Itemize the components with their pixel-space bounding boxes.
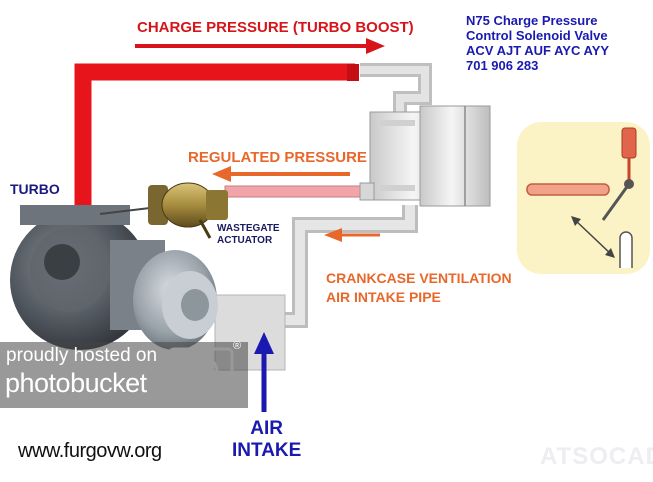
crankcase-label-line1: CRANKCASE VENTILATION bbox=[326, 270, 512, 286]
charge-pressure-arrow bbox=[135, 38, 385, 54]
air-intake-arrow bbox=[254, 332, 274, 412]
wastegate-actuator bbox=[99, 182, 228, 239]
charge-pressure-label: CHARGE PRESSURE (TURBO BOOST) bbox=[137, 19, 414, 36]
crankcase-arrow bbox=[324, 228, 380, 242]
valve-inset bbox=[517, 122, 650, 274]
n75-label-line2: Control Solenoid Valve bbox=[466, 28, 608, 43]
valve-top-connector bbox=[360, 63, 432, 115]
photobucket-watermark bbox=[0, 342, 248, 408]
n75-label-line1: N75 Charge Pressure bbox=[466, 13, 598, 28]
turbocharger bbox=[10, 205, 218, 350]
photobucket-registered-mark: ® bbox=[233, 340, 242, 352]
photobucket-text-line2: photobucket bbox=[5, 368, 147, 398]
wastegate-actuator-label: WASTEGATE ACTUATOR bbox=[217, 223, 280, 247]
corner-watermark: ATSOCAD bbox=[540, 443, 653, 470]
air-label-line1: AIR bbox=[250, 418, 284, 439]
photobucket-text-line1: proudly hosted on bbox=[6, 345, 158, 366]
n75-label-line4: 701 906 283 bbox=[466, 58, 539, 73]
crankcase-label-line2: AIR INTAKE PIPE bbox=[326, 289, 441, 305]
crankcase-pipe bbox=[214, 205, 418, 371]
n75-valve-label: N75 Charge Pressure Control Solenoid Val… bbox=[466, 13, 609, 73]
site-watermark: www.furgovw.org bbox=[18, 440, 162, 462]
wastegate-label-line1: WASTEGATE bbox=[217, 223, 280, 234]
regulated-pressure-pipe bbox=[224, 182, 375, 201]
regulated-pressure-arrow bbox=[212, 166, 350, 182]
turbo-label: TURBO bbox=[10, 181, 60, 197]
air-intake-label: AIR INTAKE bbox=[232, 418, 301, 462]
solenoid-valve bbox=[369, 105, 491, 207]
crankcase-label: CRANKCASE VENTILATION AIR INTAKE PIPE bbox=[326, 269, 512, 307]
charge-pressure-pipe bbox=[74, 63, 359, 215]
n75-label-line3: ACV AJT AUF AYC AYY bbox=[466, 43, 610, 58]
air-label-line2: INTAKE bbox=[232, 440, 302, 461]
regulated-pressure-label: REGULATED PRESSURE bbox=[188, 149, 367, 166]
wastegate-label-line2: ACTUATOR bbox=[217, 235, 273, 246]
